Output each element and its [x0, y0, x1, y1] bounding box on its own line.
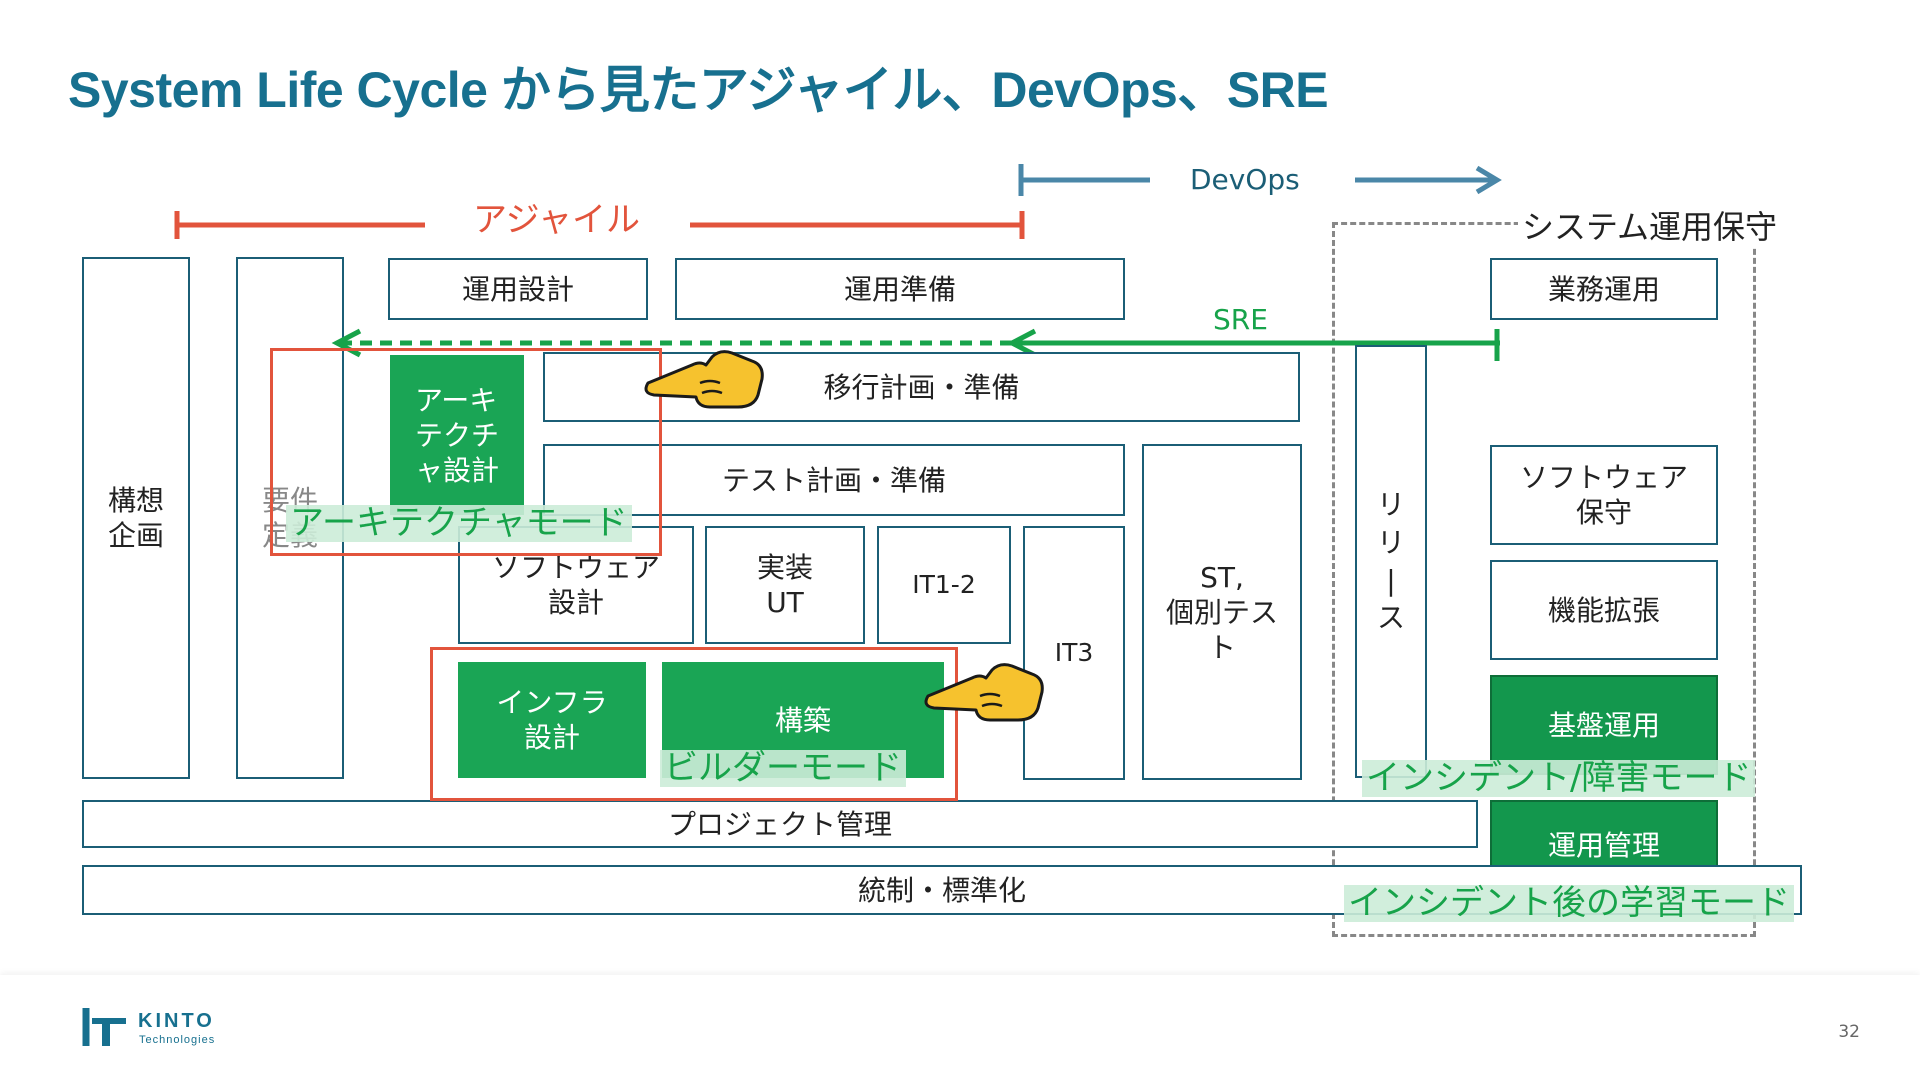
builder-mode-label: ビルダーモード — [660, 749, 906, 788]
box-kiban-unyou: 基盤運用 — [1490, 675, 1718, 775]
pointing-hand-icon — [924, 663, 1044, 722]
incident-mode-label: インシデント/障害モード — [1362, 759, 1756, 798]
box-gyoumu-unyou: 業務運用 — [1490, 258, 1718, 320]
box-st: ST, 個別テス ト — [1142, 444, 1302, 780]
box-it12: IT1-2 — [877, 526, 1011, 644]
pointing-hand-icon — [644, 350, 764, 409]
box-arch-design: アーキ テクチ ャ設計 — [390, 355, 524, 515]
box-unyou-sekkei: 運用設計 — [388, 258, 648, 320]
logo-text: KINTO — [138, 1010, 215, 1032]
devops-label: DevOps — [1190, 163, 1300, 196]
box-software-design: ソフトウェア 設計 — [458, 526, 694, 644]
devops-arrow — [1018, 164, 1502, 196]
kinto-logo-icon — [82, 1004, 130, 1050]
slide-footer — [0, 975, 1920, 1080]
box-jissou-ut: 実装 UT — [705, 526, 865, 644]
sre-label: SRE — [1213, 303, 1268, 336]
box-infra-design: インフラ 設計 — [458, 662, 646, 778]
box-it3: IT3 — [1023, 526, 1125, 780]
box-unyou-junbi: 運用準備 — [675, 258, 1125, 320]
post-incident-mode-label: インシデント後の学習モード — [1344, 884, 1794, 923]
ops-maintenance-label: システム運用保守 — [1518, 202, 1782, 248]
logo-subtext: Technologies — [139, 1034, 216, 1046]
builder-mode-frame — [430, 647, 958, 801]
box-software-hoshu: ソフトウェア 保守 — [1490, 445, 1718, 545]
architecture-mode-label: アーキテクチャモード — [286, 504, 632, 543]
agile-label: アジャイル — [467, 192, 646, 241]
box-test-keikaku: テスト計画・準備 — [543, 444, 1125, 516]
box-kousou-kikaku: 構想 企画 — [82, 257, 190, 779]
box-project-management: プロジェクト管理 — [82, 800, 1478, 848]
architecture-mode-frame — [270, 348, 662, 556]
sre-arrow — [331, 328, 1500, 361]
box-kinou-kakuchou: 機能拡張 — [1490, 560, 1718, 660]
slide-title: System Life Cycle から見たアジャイル、DevOps、SRE — [68, 62, 1329, 118]
page-number: 32 — [1838, 1022, 1860, 1042]
box-release: リ リ | ス — [1355, 345, 1427, 778]
